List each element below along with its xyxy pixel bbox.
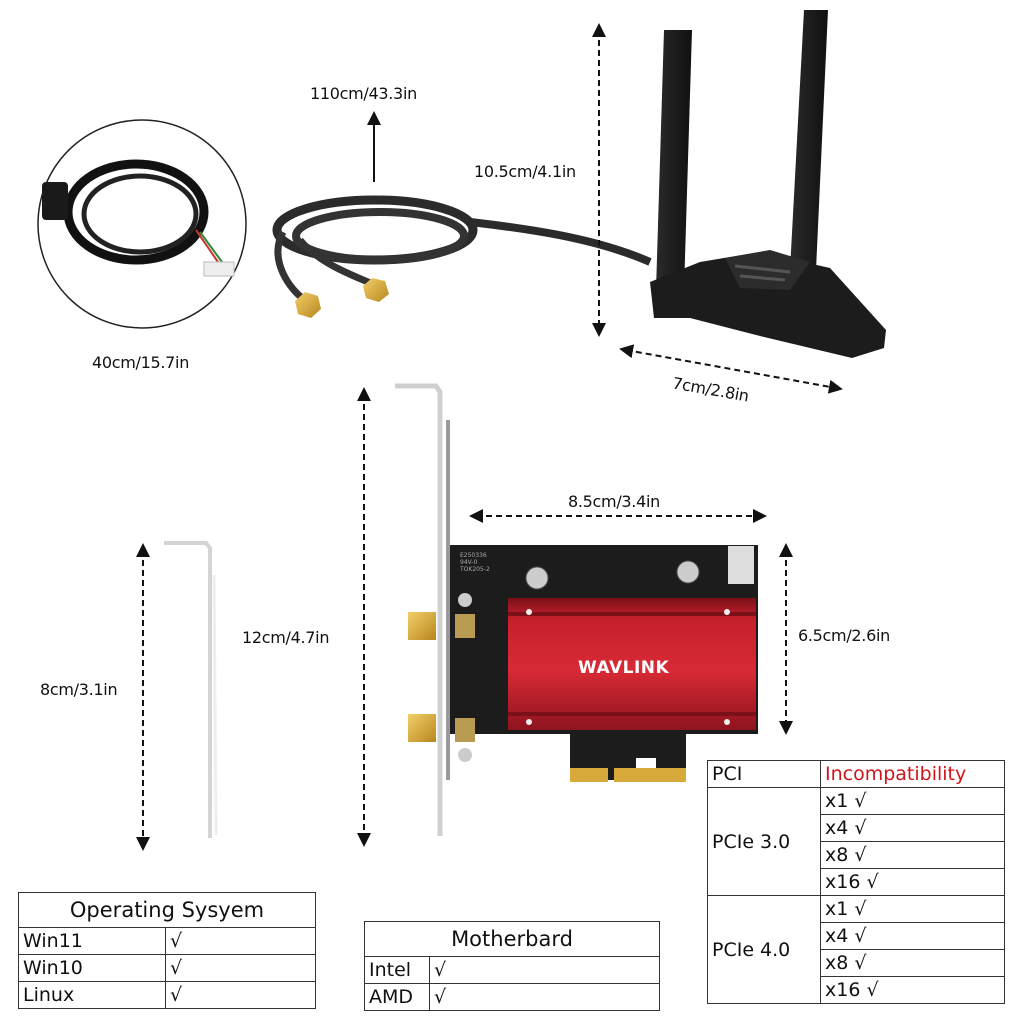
os-compatibility-table: Operating Sysyem Win11√ Win10√ Linux√ <box>18 892 316 1009</box>
cable-length-label: 110cm/43.3in <box>310 84 417 103</box>
pci-header: PCI <box>707 760 821 788</box>
check-mark: √ <box>429 956 660 984</box>
motherboard-name: Intel <box>364 956 430 984</box>
incompatibility-header: Incompatibility <box>820 760 1005 788</box>
lane-support: x1 √ <box>820 787 1005 815</box>
motherboard-name: AMD <box>364 983 430 1011</box>
table-row: x4 √ <box>708 922 1005 950</box>
table-row: x16 √ <box>708 868 1005 896</box>
antenna-stand <box>650 10 886 358</box>
check-mark: √ <box>165 981 316 1009</box>
lane-support: x1 √ <box>820 895 1005 923</box>
os-name: Linux <box>18 981 166 1009</box>
table-row: x16 √ <box>708 976 1005 1004</box>
pcie-version: PCIe 3.0 <box>707 787 821 896</box>
lane-support: x8 √ <box>820 841 1005 869</box>
table-row: AMD√ <box>364 983 660 1011</box>
lane-support: x16 √ <box>820 976 1005 1004</box>
table-row: Win11√ <box>18 927 316 955</box>
pcie-version: PCIe 4.0 <box>707 895 821 1004</box>
motherboard-compatibility-table: Motherbard Intel√ AMD√ <box>364 921 660 1011</box>
motherboard-table-title: Motherbard <box>364 921 660 957</box>
wavlink-logo: WAVLINK <box>578 658 670 678</box>
full-height-bracket <box>395 383 450 836</box>
os-name: Win11 <box>18 927 166 955</box>
card-width-label: 8.5cm/3.4in <box>568 492 660 511</box>
full-bracket-height-label: 12cm/4.7in <box>242 628 330 647</box>
low-profile-bracket-height-label: 8cm/3.1in <box>40 680 118 699</box>
table-row: x4 √ <box>708 814 1005 842</box>
pcie-card <box>408 545 758 782</box>
table-row: Intel√ <box>364 956 660 984</box>
check-mark: √ <box>165 954 316 982</box>
card-height-label: 6.5cm/2.6in <box>798 626 890 645</box>
antenna-height-label: 10.5cm/4.1in <box>474 162 576 181</box>
check-mark: √ <box>165 927 316 955</box>
lane-support: x16 √ <box>820 868 1005 896</box>
low-profile-bracket <box>164 541 218 838</box>
silkscreen-line: 94V-0 <box>460 559 478 566</box>
dimension-arrows <box>136 23 843 851</box>
antenna-extension-cable <box>272 195 652 318</box>
lane-support: x8 √ <box>820 949 1005 977</box>
os-table-title: Operating Sysyem <box>18 892 316 928</box>
table-row: Linux√ <box>18 981 316 1009</box>
power-cable-closeup <box>37 119 247 329</box>
silkscreen-line: TOK205-2 <box>460 566 490 573</box>
table-row: x8 √ <box>708 841 1005 869</box>
table-row: x8 √ <box>708 949 1005 977</box>
power-cable-length-label: 40cm/15.7in <box>92 353 190 372</box>
silkscreen-line: E250336 <box>460 552 487 559</box>
check-mark: √ <box>429 983 660 1011</box>
table-row: Win10√ <box>18 954 316 982</box>
pcb-silkscreen: E250336 94V-0 TOK205-2 <box>460 552 490 573</box>
lane-support: x4 √ <box>820 922 1005 950</box>
lane-support: x4 √ <box>820 814 1005 842</box>
os-name: Win10 <box>18 954 166 982</box>
